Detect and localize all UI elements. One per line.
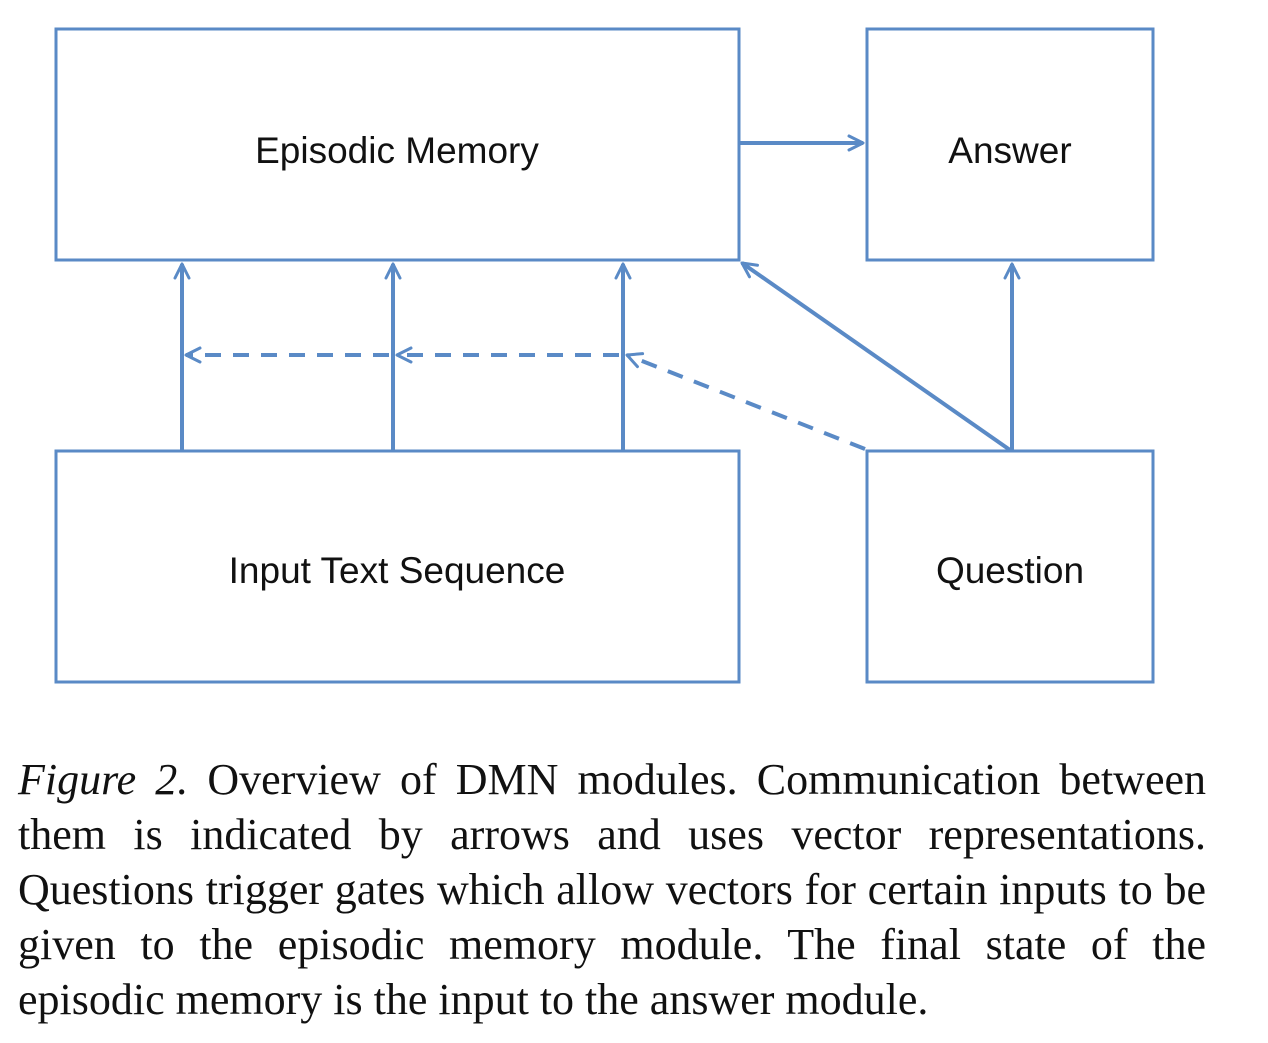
figure-label: Figure 2.	[18, 755, 189, 804]
input-text-sequence-label: Input Text Sequence	[229, 550, 566, 591]
question-to-memory-arrow	[740, 261, 1012, 452]
answer-box: Answer	[865, 27, 1155, 262]
figure-caption: Figure 2. Overview of DMN modules. Commu…	[18, 752, 1206, 1027]
episodic-memory-box: Episodic Memory	[54, 27, 741, 262]
answer-label: Answer	[948, 130, 1071, 171]
question-label: Question	[936, 550, 1084, 591]
dmn-diagram: Episodic Memory Answer Input Text Sequen…	[54, 27, 1155, 684]
question-box: Question	[865, 449, 1155, 684]
question-gate-dashed-arrow	[625, 352, 866, 451]
input-text-sequence-box: Input Text Sequence	[54, 449, 741, 684]
caption-text: Overview of DMN modules. Communication b…	[18, 755, 1207, 1024]
episodic-memory-label: Episodic Memory	[255, 130, 539, 171]
